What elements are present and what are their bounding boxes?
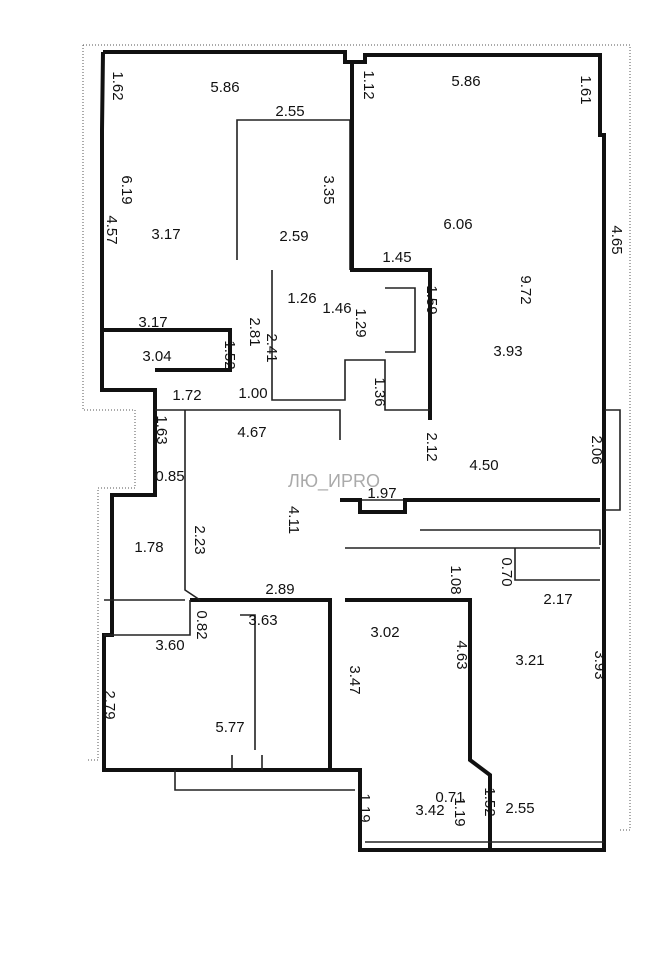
- dimension-label: 1.97: [367, 485, 396, 502]
- dimension-label: 4.57: [103, 215, 120, 244]
- dimension-label: 4.63: [453, 640, 470, 669]
- dimension-label: 5.86: [210, 79, 239, 96]
- dimension-label: 2.41: [263, 333, 280, 362]
- dimension-label: 2.12: [423, 432, 440, 461]
- dimension-label: 5.77: [215, 719, 244, 736]
- walls: [82, 44, 631, 852]
- watermark: ЛЮ_ИPRO: [288, 471, 380, 492]
- dimension-label: 3.93: [591, 650, 608, 679]
- dimension-label: 1.45: [382, 249, 411, 266]
- dimension-label: 0.85: [155, 468, 184, 485]
- dimension-label: 1.78: [134, 539, 163, 556]
- dimension-label: 2.55: [275, 103, 304, 120]
- dimension-label: 5.86: [451, 73, 480, 90]
- dimension-label: 4.50: [469, 457, 498, 474]
- dimension-label: 1.19: [356, 793, 373, 822]
- dimension-label: 4.65: [608, 225, 625, 254]
- dimension-label: 1.00: [238, 385, 267, 402]
- dimension-label: 4.67: [237, 424, 266, 441]
- dimension-label: 9.72: [517, 275, 534, 304]
- dimension-label: 2.81: [246, 317, 263, 346]
- dimension-label: 1.62: [109, 71, 126, 100]
- dimension-label: 6.19: [118, 175, 135, 204]
- dimension-label: 3.93: [493, 343, 522, 360]
- dimension-label: 3.02: [370, 624, 399, 641]
- dimension-label: 1.29: [352, 308, 369, 337]
- dimension-label: 2.06: [588, 435, 605, 464]
- dimension-label: 1.52: [481, 787, 498, 816]
- dimension-label: 2.23: [191, 525, 208, 554]
- dimension-label: 2.79: [101, 690, 118, 719]
- dimension-label: 1.26: [287, 290, 316, 307]
- dimension-label: 1.19: [451, 797, 468, 826]
- dimension-label: 3.42: [415, 802, 444, 819]
- dimension-label: 1.08: [447, 565, 464, 594]
- dimension-label: 0.71: [435, 789, 464, 806]
- dimension-label: 1.72: [172, 387, 201, 404]
- dimension-label: 6.06: [443, 216, 472, 233]
- dimension-label: 0.70: [498, 557, 515, 586]
- dimension-label: 1.12: [360, 70, 377, 99]
- dimension-label: 3.21: [515, 652, 544, 669]
- dimension-label: 1.36: [371, 377, 388, 406]
- dimension-label: 1.46: [322, 300, 351, 317]
- dimension-label: 4.11: [285, 506, 302, 534]
- dimension-label: 1.52: [221, 340, 238, 369]
- dimension-label: 3.04: [142, 348, 171, 365]
- dimension-label: 3.60: [155, 637, 184, 654]
- dimension-label: 1.61: [577, 75, 594, 104]
- dimension-label: 3.47: [346, 665, 363, 694]
- dimension-label: 2.59: [279, 228, 308, 245]
- dimension-label: 2.17: [543, 591, 572, 608]
- dimension-label: 3.35: [320, 175, 337, 204]
- dimension-label: 3.63: [248, 612, 277, 629]
- dimension-labels: 5.86 1.62 2.55 6.19 4.57 3.17 3.35 2.59 1.12 5.86…: [101, 70, 625, 826]
- dimension-label: 2.89: [265, 581, 294, 598]
- dimension-label: 3.17: [151, 226, 180, 243]
- dimension-label: 2.55: [505, 800, 534, 817]
- dimension-label: 0.82: [193, 610, 210, 639]
- dimension-label: 1.59: [423, 285, 440, 314]
- dimension-label: 1.63: [153, 415, 170, 444]
- dimension-label: 3.17: [138, 314, 167, 331]
